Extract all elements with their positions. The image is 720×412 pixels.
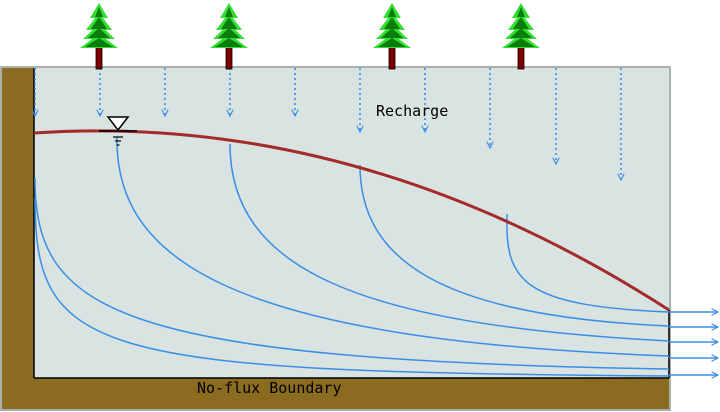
flow-line [116, 136, 670, 357]
left-soil-boundary [2, 68, 34, 378]
tree-icon [80, 3, 118, 70]
discharge-arrows [669, 312, 718, 375]
flow-line [34, 197, 670, 377]
tree-icon [373, 3, 411, 70]
aquifer-region [0, 66, 671, 411]
tree-icon [210, 3, 248, 70]
bottom-soil-boundary [2, 378, 669, 409]
flow-lines [34, 136, 670, 377]
water-table-symbol-icon [99, 116, 137, 146]
flow-line [34, 177, 670, 370]
recharge-arrows [35, 68, 621, 180]
flow-line [229, 143, 670, 342]
flow-line [359, 164, 670, 327]
trees [80, 3, 540, 70]
no-flux-boundary-label: No-flux Boundary [197, 379, 342, 397]
recharge-label: Recharge [376, 102, 448, 120]
tree-icon [502, 3, 540, 70]
flow-line [506, 213, 670, 313]
